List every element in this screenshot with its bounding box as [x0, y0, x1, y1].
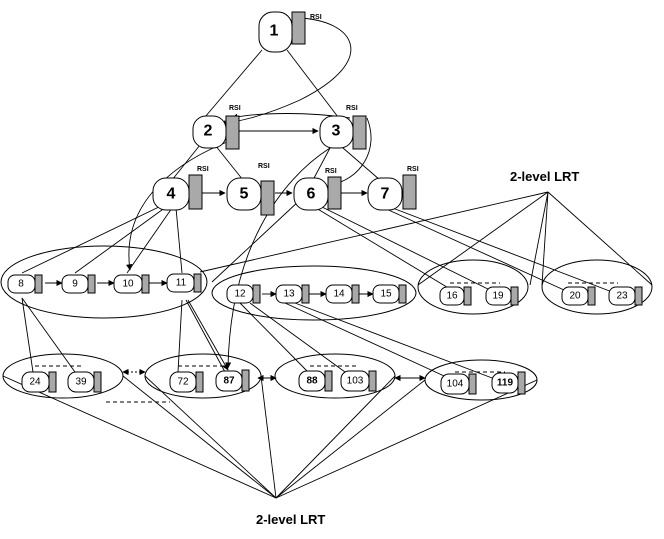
node-15-label: 15	[380, 289, 392, 300]
node-87-label: 87	[223, 376, 235, 387]
node-20-label: 20	[569, 291, 581, 302]
node-14: 14	[325, 284, 360, 304]
cluster-24-39	[2, 353, 124, 399]
node-12: 12	[226, 284, 261, 304]
node-16-label: 16	[446, 291, 458, 302]
node-11: 11	[166, 273, 202, 293]
node-24-label: 24	[29, 377, 41, 388]
node-104: 104	[440, 373, 477, 395]
node-14-label: 14	[333, 289, 345, 300]
node-12-label: 12	[234, 289, 246, 300]
node-3-label: 3	[332, 123, 341, 140]
node-15: 15	[372, 284, 407, 304]
rsi-label: RSI	[229, 105, 241, 112]
node-72-label: 72	[177, 377, 189, 388]
node-88: 88	[298, 370, 333, 392]
node-3: 3 RSI	[319, 105, 367, 150]
node-119-label: 119	[497, 378, 514, 389]
node-1: 1 RSI	[258, 11, 322, 53]
node-5: 5 RSI	[226, 163, 275, 216]
rsi-label: RSI	[197, 166, 209, 173]
level4-nodes: 8 9 10 11 12 13 14 15 16 19 20 23	[7, 273, 643, 306]
node-19: 19	[485, 286, 519, 306]
node-13-label: 13	[283, 289, 295, 300]
node-6: 6 RSI	[293, 168, 342, 211]
node-8: 8	[7, 274, 43, 294]
node-4: 4 RSI	[152, 166, 209, 211]
node-13: 13	[275, 284, 310, 304]
node-20: 20	[561, 286, 596, 306]
node-11-label: 11	[176, 278, 187, 289]
node-6-label: 6	[307, 186, 316, 203]
node-2-label: 2	[204, 123, 213, 140]
node-16: 16	[439, 286, 472, 306]
cluster-12-15	[211, 265, 417, 321]
node-10-label: 10	[122, 279, 134, 290]
lrt-label-bottom: 2-level LRT	[256, 512, 325, 527]
node-1-label: 1	[270, 23, 279, 40]
node-24: 24	[21, 371, 57, 393]
node-7-label: 7	[381, 186, 390, 203]
node-103: 103	[340, 370, 377, 392]
node-9-label: 9	[72, 279, 78, 290]
cluster-16-19	[417, 259, 529, 315]
node-88-label: 88	[306, 376, 318, 387]
level5-nodes: 24 39 72 87 88 103 104 119	[21, 369, 526, 395]
node-23: 23	[608, 286, 643, 306]
node-8-label: 8	[18, 279, 24, 290]
node-72: 72	[169, 371, 204, 393]
lrt-label-top: 2-level LRT	[510, 169, 579, 184]
node-4-label: 4	[167, 186, 176, 203]
node-87: 87	[215, 369, 250, 392]
node-103-label: 103	[347, 376, 364, 387]
node-39: 39	[67, 371, 102, 393]
node-10: 10	[113, 274, 150, 294]
node-19-label: 19	[492, 291, 504, 302]
dashed-lines	[35, 282, 618, 403]
node-119: 119	[491, 371, 526, 395]
rsi-label: RSI	[346, 105, 358, 112]
node-39-label: 39	[75, 377, 87, 388]
rsi-label: RSI	[407, 166, 419, 173]
rsi-label: RSI	[325, 168, 337, 175]
node-9: 9	[61, 274, 96, 294]
node-7: 7 RSI	[367, 166, 419, 211]
node-104-label: 104	[447, 379, 464, 390]
node-5-label: 5	[240, 186, 249, 203]
rsi-label: RSI	[310, 14, 322, 21]
rsi-label: RSI	[258, 163, 270, 170]
node-2: 2 RSI	[192, 105, 241, 150]
cluster-8-11	[0, 245, 208, 319]
node-23-label: 23	[616, 291, 628, 302]
tree-lines	[2, 49, 653, 499]
cluster-88-103	[274, 353, 396, 399]
cluster-20-23	[541, 259, 653, 315]
